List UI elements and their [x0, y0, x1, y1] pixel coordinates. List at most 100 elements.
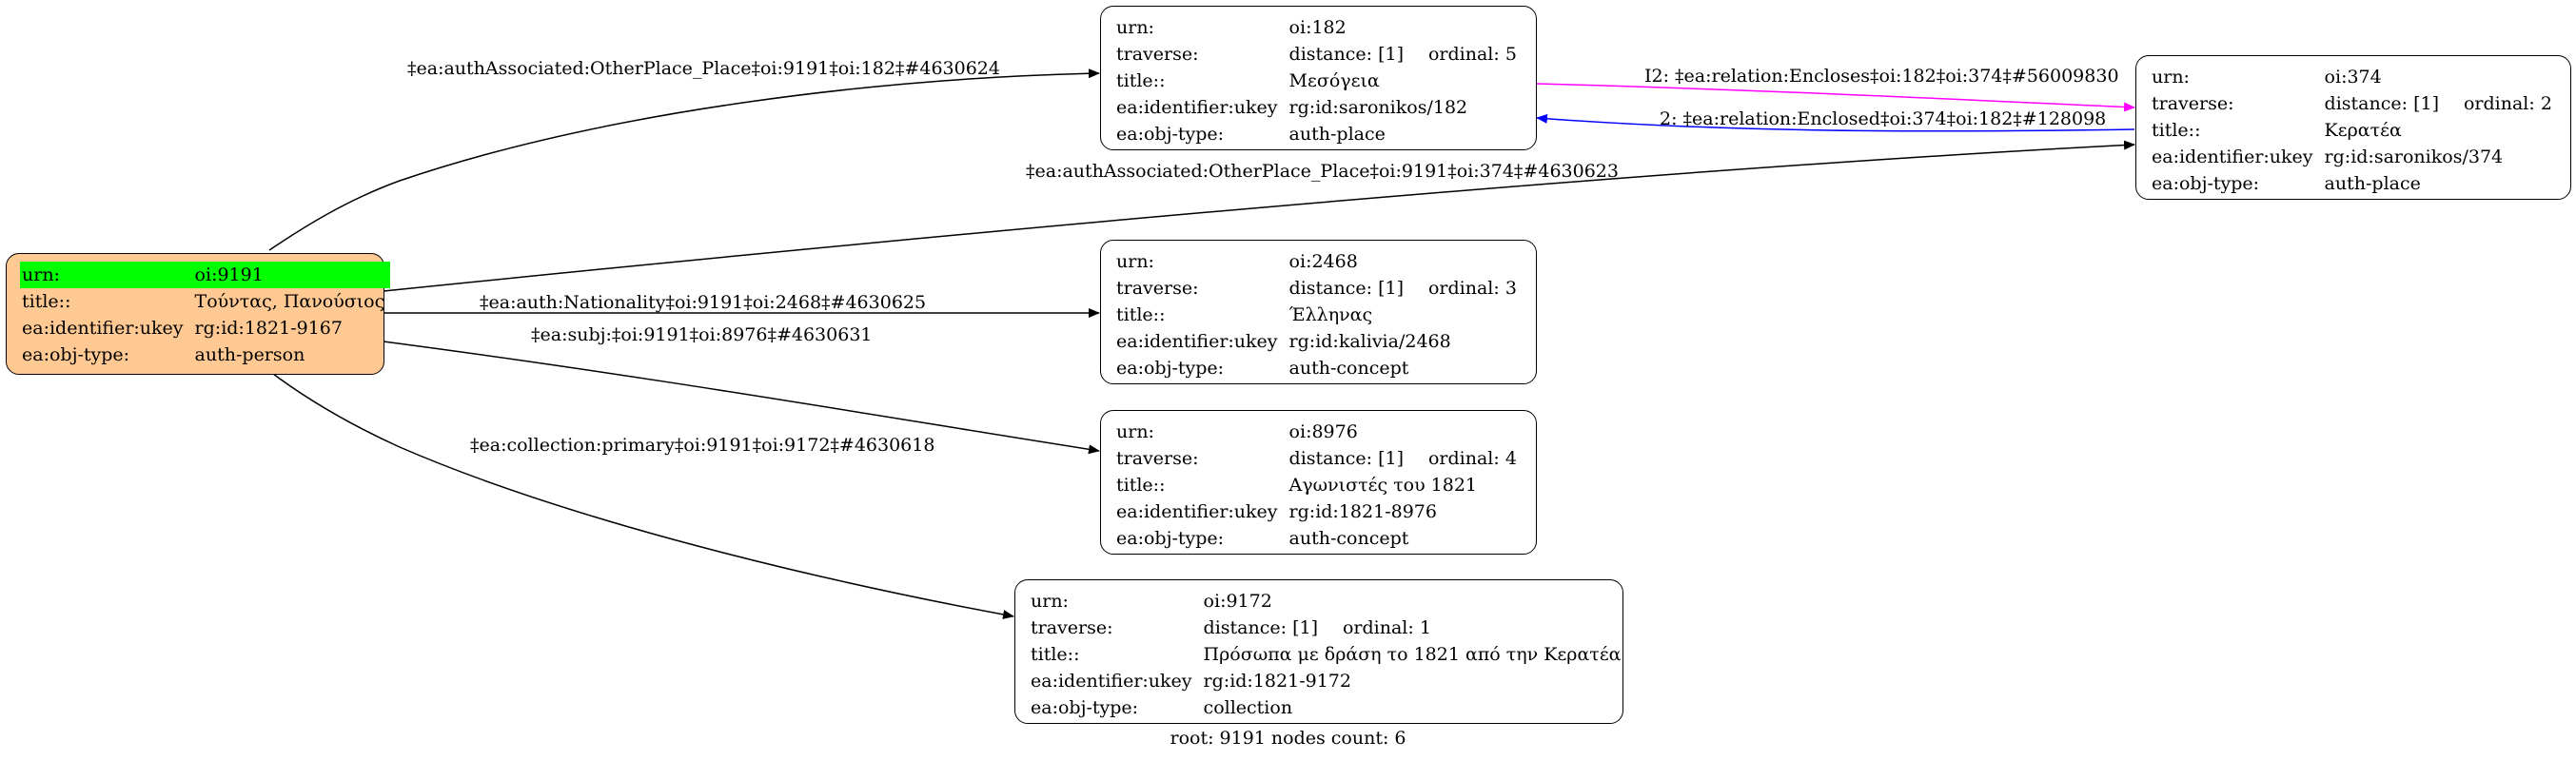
edge-182-374	[1536, 83, 2135, 112]
type-value: collection	[1203, 697, 1293, 718]
type-row: ea:obj-type:auth-concept	[1114, 525, 1523, 552]
title-value: Έλληνας	[1288, 304, 1373, 325]
urn-value: oi:182	[1288, 17, 1347, 38]
title-key: title::	[2152, 120, 2201, 141]
title-value: Μεσόγεια	[1288, 70, 1380, 91]
ukey-value: rg:id:1821-8976	[1288, 501, 1437, 522]
title-key: title::	[1031, 644, 1080, 665]
ukey-key: ea:identifier:ukey	[1116, 97, 1278, 118]
node-oi-374[interactable]: urn: oi:374 traverse: distance: [1]ordinal…	[2135, 55, 2571, 200]
edge-374-182	[1536, 113, 2135, 132]
urn-row: urn: oi:182	[1114, 14, 1523, 41]
root-node-9191[interactable]: urn: oi:9191 title:: Τούντας, Πανούσιος …	[6, 253, 391, 375]
urn-value: oi:9172	[1203, 591, 1272, 612]
distance-value: distance: [1]	[1288, 278, 1404, 299]
node-oi-182[interactable]: urn: oi:182 traverse: distance: [1]ordinal…	[1100, 6, 1537, 150]
ukey-value: rg:id:1821-9172	[1203, 671, 1351, 692]
ukey-key: ea:identifier:ukey	[1116, 331, 1278, 352]
traverse-key: traverse:	[2152, 93, 2234, 114]
node-table: urn: oi:9172 traverse: distance: [1] ordina…	[1029, 588, 1627, 721]
type-key: ea:obj-type:	[1116, 124, 1225, 145]
type-row: ea:obj-type: auth-concept	[1114, 355, 1523, 381]
distance-value: distance: [1]	[1288, 44, 1404, 65]
traverse-key: traverse:	[1116, 44, 1199, 65]
node-oi-9172[interactable]: urn: oi:9172 traverse: distance: [1] ordina…	[1014, 579, 1623, 724]
title-key: title::	[1116, 475, 1166, 496]
urn-key: urn:	[1116, 421, 1154, 442]
ukey-row: ea:identifier:ukey rg:id:kalivia/2468	[1114, 328, 1523, 355]
urn-key: urn:	[1116, 17, 1154, 38]
edge-label-9191-374: ‡ea:authAssociated:OtherPlace_Place‡oi:9…	[1026, 161, 1619, 182]
distance-value: distance: [1]	[1288, 448, 1404, 469]
ukey-value: rg:id:1821-9167	[194, 318, 343, 339]
urn-row: urn: oi:2468	[1114, 248, 1523, 275]
urn-value: oi:374	[2324, 67, 2382, 88]
urn-row: urn: oi:9172	[1029, 588, 1627, 615]
urn-value: oi:9191	[188, 262, 391, 288]
title-row: title::Αγωνιστές του 1821	[1114, 472, 1523, 498]
ukey-value: rg:id:saronikos/182	[1288, 97, 1468, 118]
edge-9191-182	[268, 68, 1100, 251]
traverse-key: traverse:	[1116, 448, 1199, 469]
traverse-row: traverse: distance: [1]ordinal: 2	[2150, 90, 2558, 117]
ukey-row: ea:identifier:ukey rg:id:1821-8976	[1114, 498, 1523, 525]
ukey-row: ea:identifier:ukey rg:id:1821-9167	[20, 315, 390, 341]
edge-label-9191-8976: ‡ea:subj:‡oi:9191‡oi:8976‡#4630631	[531, 324, 873, 345]
type-key: ea:obj-type:	[2152, 173, 2260, 194]
type-row: ea:obj-type:auth-place	[2150, 170, 2558, 197]
urn-value: oi:2468	[1288, 251, 1358, 272]
ukey-row: ea:identifier:ukey rg:id:saronikos/374	[2150, 144, 2558, 170]
title-value: Αγωνιστές του 1821	[1288, 475, 1478, 496]
type-key: ea:obj-type:	[22, 344, 130, 365]
urn-key: urn:	[1116, 251, 1154, 272]
node-oi-8976[interactable]: urn:oi:8976 traverse: distance: [1] ordina…	[1100, 410, 1537, 555]
distance-value: distance: [1]	[1203, 617, 1318, 638]
ordinal-value: ordinal: 4	[1427, 448, 1517, 469]
title-value: Κερατέα	[2324, 120, 2402, 141]
type-value: auth-concept	[1288, 358, 1409, 379]
type-key: ea:obj-type:	[1116, 358, 1225, 379]
node-table: urn: oi:182 traverse: distance: [1]ordinal…	[1114, 14, 1523, 147]
title-key: title::	[1116, 304, 1166, 325]
traverse-value: distance: [1]ordinal: 2	[2319, 90, 2558, 117]
traverse-key: traverse:	[1031, 617, 1113, 638]
edge-label-9191-9172: ‡ea:collection:primary‡oi:9191‡oi:9172‡#…	[470, 435, 934, 456]
ordinal-value: ordinal: 2	[2463, 93, 2552, 114]
graph-footer: root: 9191 nodes count: 6	[1170, 728, 1406, 749]
traverse-row: traverse: distance: [1]ordinal: 5	[1114, 41, 1523, 68]
type-row: ea:obj-type:auth-place	[1114, 121, 1523, 147]
node-table: urn:oi:2468 traverse:distance: [1]ordina…	[1114, 248, 1523, 381]
title-row: title::Πρόσωπα με δράση το 1821 από την …	[1029, 641, 1627, 668]
traverse-row: traverse: distance: [1] ordinal: 1	[1029, 615, 1627, 641]
type-value: auth-concept	[1288, 528, 1409, 549]
ukey-row: ea:identifier:ukey rg:id:saronikos/182	[1114, 94, 1523, 121]
ordinal-value: ordinal: 3	[1427, 278, 1517, 299]
urn-row: urn: oi:374	[2150, 64, 2558, 90]
title-key: title::	[22, 291, 71, 312]
edge-label-9191-2468: ‡ea:auth:Nationality‡oi:9191‡oi:2468‡#46…	[480, 292, 926, 313]
type-key: ea:obj-type:	[1031, 697, 1139, 718]
ukey-key: ea:identifier:ukey	[2152, 146, 2313, 167]
node-oi-2468[interactable]: urn:oi:2468 traverse:distance: [1]ordina…	[1100, 240, 1537, 384]
urn-row: urn:oi:8976	[1114, 419, 1523, 445]
edge-label-9191-182: ‡ea:authAssociated:OtherPlace_Place‡oi:9…	[407, 58, 1000, 79]
traverse-value: distance: [1]ordinal: 5	[1284, 41, 1523, 68]
traverse-value: distance: [1] ordinal: 3	[1284, 275, 1523, 302]
urn-key: urn:	[2152, 67, 2190, 88]
ordinal-value: ordinal: 1	[1342, 617, 1431, 638]
urn-key: urn:	[1031, 591, 1069, 612]
title-value: Πρόσωπα με δράση το 1821 από την Κερατέα	[1203, 644, 1622, 665]
edge-label-374-182: 2: ‡ea:relation:Enclosed‡oi:374‡oi:182‡#…	[1660, 108, 2106, 129]
ukey-row: ea:identifier:ukey rg:id:1821-9172	[1029, 668, 1627, 694]
title-row: title:: Τούντας, Πανούσιος	[20, 288, 390, 315]
ukey-key: ea:identifier:ukey	[1031, 671, 1192, 692]
ukey-value: rg:id:saronikos/374	[2324, 146, 2504, 167]
title-row: title::Κερατέα	[2150, 117, 2558, 144]
ukey-value: rg:id:kalivia/2468	[1288, 331, 1451, 352]
ukey-key: ea:identifier:ukey	[1116, 501, 1278, 522]
edge-9191-374	[383, 140, 2135, 292]
type-row: ea:obj-type: auth-person	[20, 341, 390, 368]
title-value: Τούντας, Πανούσιος	[194, 291, 385, 312]
edge-9191-9172	[268, 370, 1014, 619]
